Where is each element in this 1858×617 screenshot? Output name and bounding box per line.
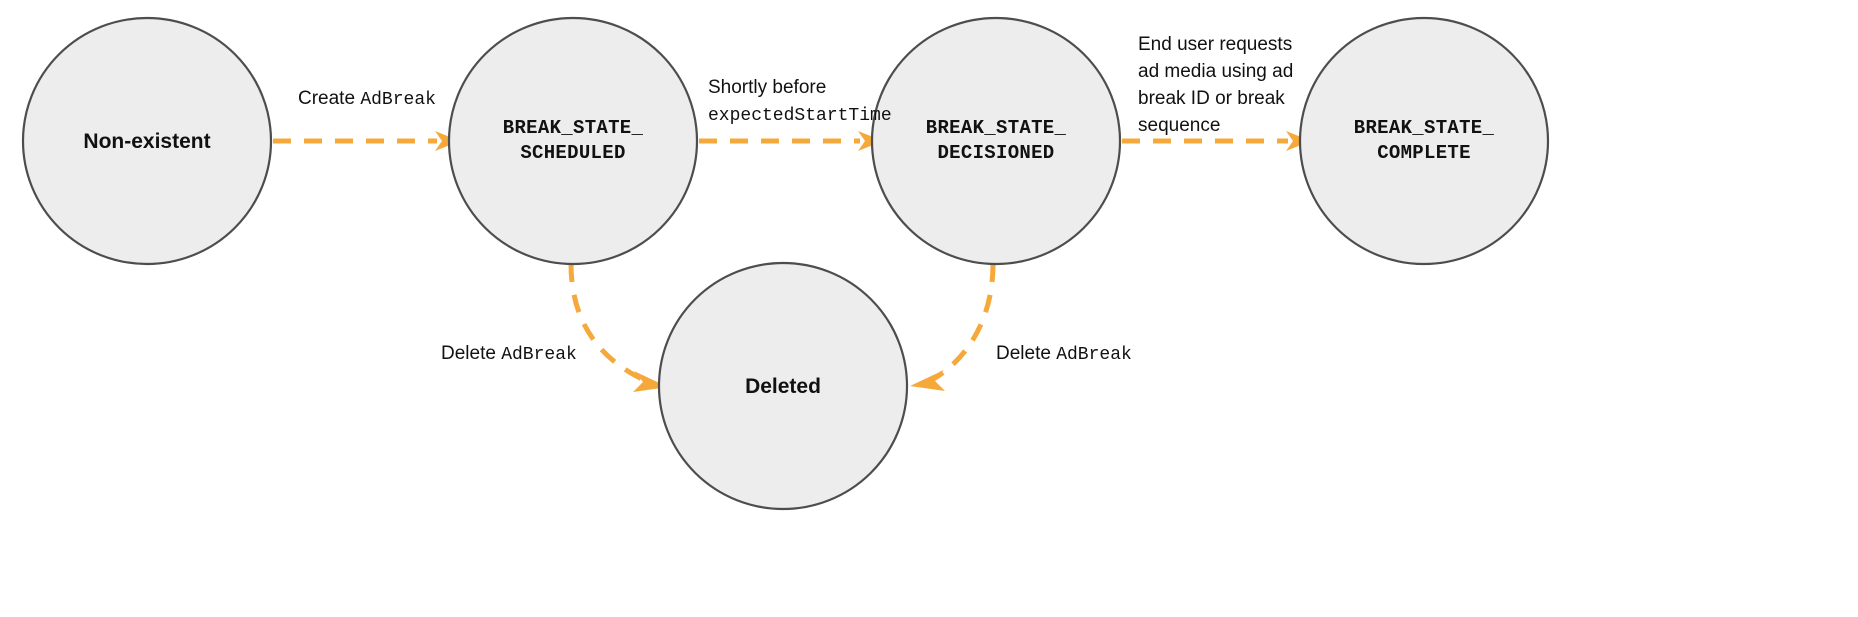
node-break-state-complete[interactable] <box>1298 16 1550 266</box>
edge-label-create-adbreak: Create AdBreak <box>298 86 436 114</box>
node-non-existent[interactable] <box>21 16 273 266</box>
edge-label-end-user-requests: End user requests ad media using ad break … <box>1138 32 1293 140</box>
node-deleted[interactable] <box>657 261 909 511</box>
edge-delete-adbreak-decisioned <box>910 263 996 391</box>
edge-end-user-requests <box>1122 131 1311 151</box>
edge-label-text-mono: AdBreak <box>1056 345 1132 365</box>
arrow-head-icon <box>910 370 945 391</box>
edge-delete-adbreak-scheduled <box>568 263 668 392</box>
edge-label-delete-adbreak-scheduled: Delete AdBreak <box>441 341 577 369</box>
edge-label-shortly-before: Shortly before expectedStartTime <box>708 75 892 130</box>
node-break-state-decisioned[interactable] <box>870 16 1122 266</box>
edge-create-adbreak <box>273 131 460 151</box>
arrow-head-icon <box>1286 131 1311 151</box>
edge-label-text-sans: Shortly before <box>708 77 827 98</box>
edge-label-delete-adbreak-decisioned: Delete AdBreak <box>996 341 1132 369</box>
edge-label-text-mono: AdBreak <box>360 90 436 110</box>
edge-shortly-before <box>699 131 883 151</box>
edge-label-line-4: sequence <box>1138 114 1221 136</box>
node-break-state-scheduled[interactable] <box>447 16 699 266</box>
edge-label-text-sans: Create <box>298 88 361 109</box>
edge-label-line-3: break ID or break <box>1138 87 1285 109</box>
edge-label-line-1: End user requests <box>1138 34 1293 55</box>
arrow-head-icon <box>435 131 460 151</box>
edge-label-text-mono: expectedStartTime <box>708 105 892 126</box>
arrow-head-icon <box>858 131 883 151</box>
edge-label-text-sans: Delete <box>996 343 1057 364</box>
edge-label-line-2: ad media using ad <box>1138 60 1294 82</box>
edge-label-text-mono: AdBreak <box>501 345 577 365</box>
edge-label-text-sans: Delete <box>441 343 502 364</box>
